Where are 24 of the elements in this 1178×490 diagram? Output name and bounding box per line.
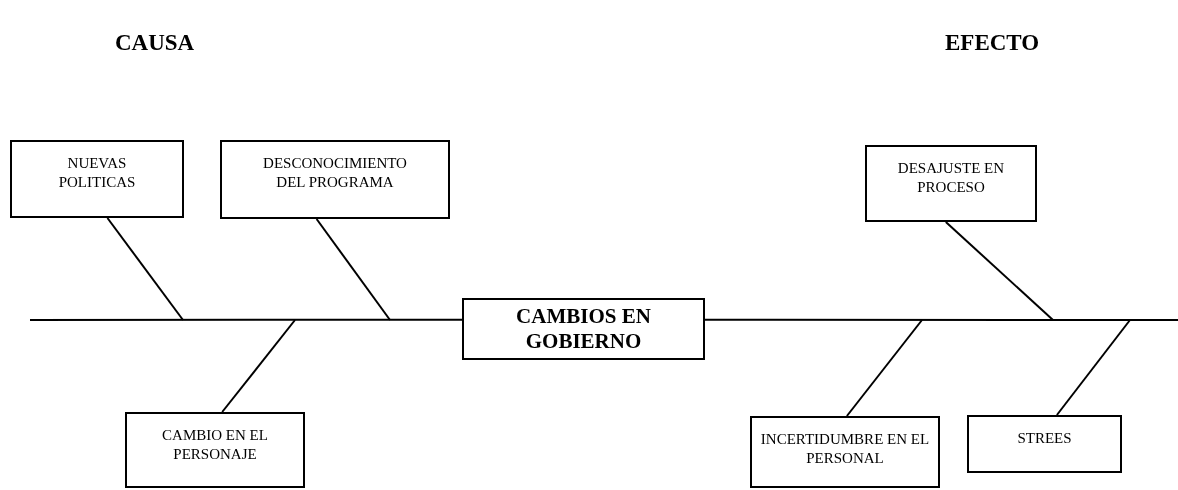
cause-box bbox=[750, 416, 940, 488]
branch-line bbox=[221, 319, 296, 413]
section-heading: EFECTO bbox=[945, 30, 1040, 56]
branch-line bbox=[106, 217, 184, 321]
effect-box bbox=[462, 298, 705, 360]
branch-line bbox=[845, 319, 923, 417]
cause-box bbox=[220, 140, 450, 219]
cause-text: NUEVAS POLITICAS bbox=[57, 154, 137, 192]
cause-box bbox=[865, 145, 1037, 222]
branch-line bbox=[315, 218, 391, 321]
effect-title: CAMBIOS EN GOBIERNO bbox=[515, 304, 652, 354]
cause-box bbox=[125, 412, 305, 488]
cause-box bbox=[10, 140, 184, 218]
branch-line bbox=[29, 318, 463, 321]
section-heading: CAUSA bbox=[115, 30, 195, 56]
branch-line bbox=[704, 318, 1178, 321]
cause-box bbox=[967, 415, 1122, 473]
cause-text: DESAJUSTE EN PROCESO bbox=[896, 159, 1006, 197]
branch-line bbox=[1055, 319, 1131, 416]
branch-line bbox=[944, 221, 1054, 321]
cause-text: DESCONOCIMIENTO DEL PROGRAMA bbox=[262, 154, 408, 192]
cause-text: CAMBIO EN EL PERSONAJE bbox=[161, 426, 269, 464]
cause-text: STREES bbox=[1017, 429, 1072, 448]
cause-text: INCERTIDUMBRE EN EL PERSONAL bbox=[759, 430, 931, 468]
